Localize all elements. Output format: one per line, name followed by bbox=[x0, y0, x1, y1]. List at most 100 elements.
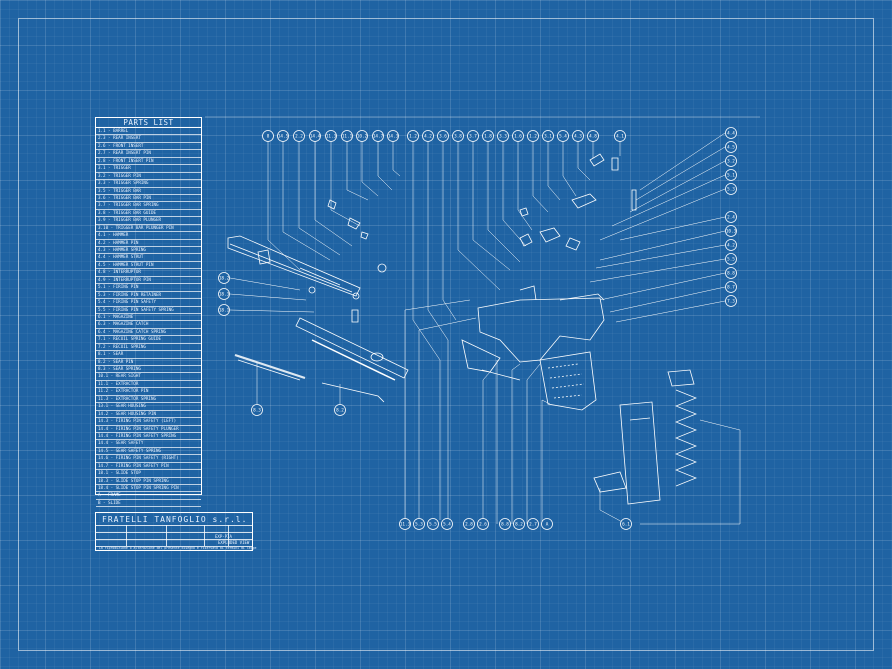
callout-label: 18.2 bbox=[219, 276, 230, 282]
frame-part bbox=[461, 285, 605, 381]
parts-list-row: 3.10 - TRIGGER BAR PLUNGER PIN bbox=[96, 225, 201, 233]
callout-bubble: 18.2 bbox=[218, 272, 230, 284]
callout-bubble: 4.5 bbox=[725, 141, 737, 153]
callout-bubble: 2.7 bbox=[527, 518, 539, 530]
callout-bubble: 2.4 bbox=[725, 211, 737, 223]
parts-list-row: 14.2 - SEAR HOUSING PIN bbox=[96, 411, 201, 419]
title-block-divider bbox=[204, 525, 205, 546]
callout-label: 1.2 bbox=[529, 134, 537, 140]
callout-label: 5.1 bbox=[727, 173, 735, 179]
parts-list-row: 11.2 - EXTRACTOR PIN bbox=[96, 388, 201, 396]
callout-label: 3.1 bbox=[544, 134, 552, 140]
callout-bubble: 8.2 bbox=[513, 518, 525, 530]
callout-bubble: 18.1 bbox=[218, 304, 230, 316]
callout-bubble: 5.5 bbox=[725, 253, 737, 265]
callout-bubble: 8.2 bbox=[334, 404, 346, 416]
model-code: EXP-P7A bbox=[215, 534, 232, 539]
callout-label: 3.7 bbox=[469, 134, 477, 140]
parts-list-row: 5.1 - FIRING PIN bbox=[96, 284, 201, 292]
callout-label: 8.2 bbox=[336, 408, 344, 414]
callout-label: 14.4 bbox=[310, 134, 321, 140]
callout-label: 3.3 bbox=[499, 134, 507, 140]
callout-label: 1.8 bbox=[484, 134, 492, 140]
callout-label: 8.3 bbox=[253, 408, 261, 414]
parts-list-row: 6.1 - MAGAZINE bbox=[96, 314, 201, 322]
callout-label: 4.4 bbox=[727, 131, 735, 137]
callout-bubble: 4.1 bbox=[614, 130, 626, 142]
callout-label: 8 bbox=[267, 134, 270, 140]
callout-label: 18.1 bbox=[219, 308, 230, 314]
callout-bubble: 11.1 bbox=[341, 130, 353, 142]
parts-list-row: 2.7 - REAR INSERT PIN bbox=[96, 150, 201, 158]
parts-list-row: 3.9 - TRIGGER BAR PLUNGER bbox=[96, 217, 201, 225]
callout-bubble: 11.3 bbox=[399, 518, 411, 530]
title-block-rule bbox=[96, 539, 252, 540]
callout-label: 3.2 bbox=[727, 159, 735, 165]
callout-bubble: 14.5 bbox=[277, 130, 289, 142]
callout-label: 4.1 bbox=[616, 134, 624, 140]
callout-bubble: 3.6 bbox=[437, 130, 449, 142]
callout-bubble: 5.3 bbox=[725, 183, 737, 195]
callout-bubble: 1.6 bbox=[512, 130, 524, 142]
parts-list-row: 2.3 - REAR INSERT bbox=[96, 135, 201, 143]
barrel-part bbox=[234, 317, 409, 403]
callout-bubble: 2.8 bbox=[463, 518, 475, 530]
callout-label: 5.5 bbox=[727, 257, 735, 263]
callout-label: 4.5 bbox=[727, 145, 735, 151]
callout-label: 1.6 bbox=[514, 134, 522, 140]
callout-bubble: 3.7 bbox=[467, 130, 479, 142]
parts-list-row: 3.1 - TRIGGER bbox=[96, 165, 201, 173]
callout-label: 2.2 bbox=[295, 134, 303, 140]
callout-label: A bbox=[546, 522, 549, 528]
callout-label: 10.2 bbox=[357, 134, 368, 140]
callout-label: 5.4 bbox=[443, 522, 451, 528]
parts-list-row: 14.4 - FIRING PIN SAFETY SPRING bbox=[96, 433, 201, 441]
callout-bubble: 1.2 bbox=[407, 130, 419, 142]
parts-list-row: 3.5 - TRIGGER BAR bbox=[96, 188, 201, 195]
callout-bubble: 4.8 bbox=[587, 130, 599, 142]
parts-list-row: 4.9 - INTERRUPTOR PIN bbox=[96, 277, 201, 285]
parts-list-row: 4.8 - INTERRUPTOR bbox=[96, 269, 201, 277]
callout-bubble: 18.3 bbox=[218, 288, 230, 300]
parts-list-title: PARTS LIST bbox=[96, 118, 201, 128]
callout-label: 4.2 bbox=[727, 243, 735, 249]
callout-bubble: 8.8 bbox=[499, 518, 511, 530]
callout-label: 14.7 bbox=[373, 134, 384, 140]
callout-label: 4.2 bbox=[424, 134, 432, 140]
callout-bubble: 4.2 bbox=[725, 239, 737, 251]
parts-list-row: 11.3 - EXTRACTOR SPRING bbox=[96, 396, 201, 404]
callout-label: 10.3 bbox=[726, 229, 737, 235]
parts-list-row: 18.3 - SLIDE STOP PIN SPRING bbox=[96, 478, 201, 485]
parts-list-row: 1.1 - BARREL bbox=[96, 128, 201, 136]
parts-list-row: 14.5 - SEAR SAFETY SPRING bbox=[96, 448, 201, 456]
parts-list-row: 14.4 - SEAR SAFETY bbox=[96, 440, 201, 448]
callout-bubble: 6.1 bbox=[620, 518, 632, 530]
slide-part bbox=[227, 235, 361, 297]
parts-list-row: 8.2 - SEAR PIN bbox=[96, 359, 201, 366]
callout-label: 6.1 bbox=[622, 522, 630, 528]
parts-list-row: 8.1 - SEAR bbox=[96, 351, 201, 359]
magazine-part bbox=[593, 369, 697, 505]
callout-bubble: 8.3 bbox=[251, 404, 263, 416]
parts-list-row: 6.4 - MAGAZINE CATCH SPRING bbox=[96, 329, 201, 337]
callout-bubble: 3.8 bbox=[452, 130, 464, 142]
callout-bubble: 3.2 bbox=[725, 155, 737, 167]
callout-label: 5.5 bbox=[429, 522, 437, 528]
callout-label: 14.5 bbox=[278, 134, 289, 140]
parts-list-row: 4.3 - HAMMER SPRING bbox=[96, 247, 201, 255]
callout-bubble: 10.2 bbox=[356, 130, 368, 142]
title-block-divider bbox=[126, 525, 127, 546]
callout-label: 2.6 bbox=[479, 522, 487, 528]
title-block-divider bbox=[166, 525, 167, 546]
parts-list-row: 5.3 - FIRING PIN RETAINER bbox=[96, 292, 201, 300]
callout-bubble: 5.5 bbox=[427, 518, 439, 530]
parts-list-row: 11.1 - EXTRACTOR bbox=[96, 381, 201, 389]
callout-label: 7.3 bbox=[727, 299, 735, 305]
callout-bubble: A bbox=[541, 518, 553, 530]
callout-label: 4.8 bbox=[589, 134, 597, 140]
callout-bubble: 14.7 bbox=[372, 130, 384, 142]
parts-list-row: 18.4 - SLIDE STOP PIN SPRING PIN bbox=[96, 485, 201, 493]
title-block-rule bbox=[96, 546, 252, 547]
parts-list-row: 7.1 - RECOIL SPRING GUIDE bbox=[96, 336, 201, 344]
